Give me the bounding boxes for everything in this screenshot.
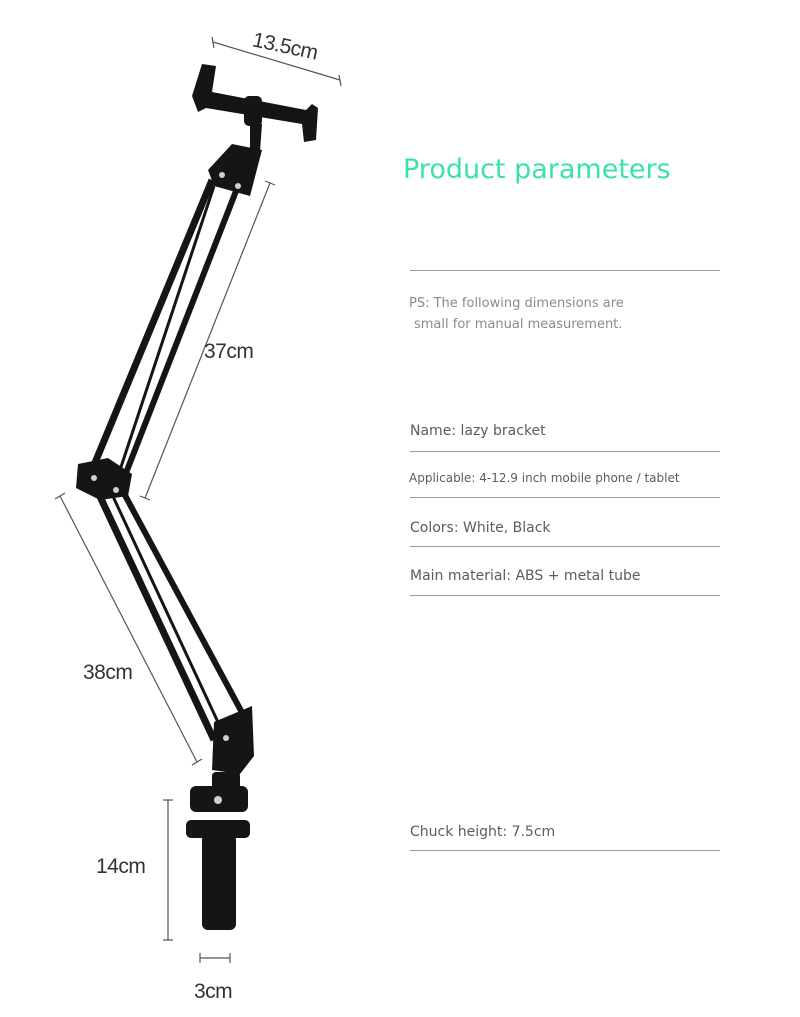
spec-divider [410,451,720,452]
title-divider [410,270,720,271]
note-line-2: small for manual measurement. [414,317,623,332]
note-line-1: PS: The following dimensions are [409,296,624,311]
spec-chuck-height: Chuck height: 7.5cm [410,824,556,840]
spec-applicable: Applicable: 4-12.9 inch mobile phone / t… [409,471,680,485]
spec-name: Name: lazy bracket [410,423,546,439]
base-height-label: 14cm [96,855,145,878]
lower-arm-length-label: 38cm [83,661,132,684]
upper-arm-length-label: 37cm [204,340,253,363]
spec-colors: Colors: White, Black [410,520,551,536]
measurement-note: PS: The following dimensions are small f… [409,293,624,335]
spec-material: Main material: ABS + metal tube [410,568,641,584]
spec-divider [410,850,720,851]
clamp-width-label: 13.5cm [250,28,319,64]
spec-divider [410,595,720,596]
product-parameters-title: Product parameters [403,154,671,185]
spec-divider [410,497,720,498]
spec-divider [410,546,720,547]
tube-diameter-label: 3cm [194,980,232,1003]
